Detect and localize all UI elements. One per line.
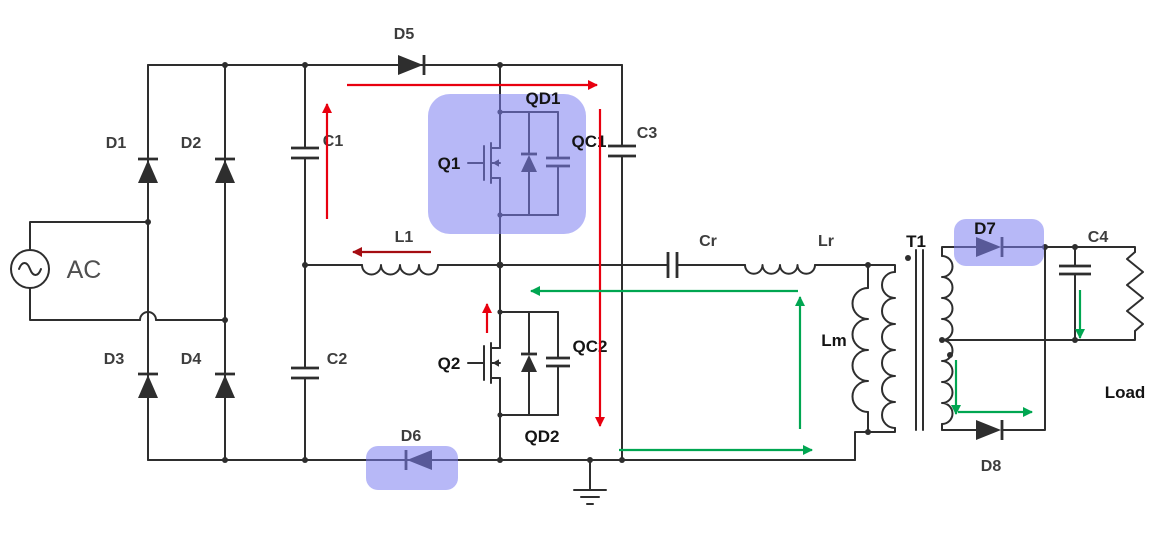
qd2-label: QD2	[525, 427, 560, 446]
d2-label: D2	[181, 135, 202, 152]
load-resistor-symbol	[1126, 251, 1144, 332]
capacitor-c1-symbol	[291, 146, 319, 160]
inductor-l1-symbol	[361, 264, 439, 276]
capacitor-cr-symbol	[666, 252, 679, 278]
t1-label: T1	[906, 232, 926, 251]
cr-label: Cr	[699, 233, 717, 250]
diode-d8-symbol	[976, 420, 1004, 440]
qd1-label: QD1	[526, 89, 561, 108]
lm-label: Lm	[821, 331, 847, 350]
d6-highlight	[366, 446, 458, 490]
capacitor-c3-symbol	[608, 144, 636, 158]
q2-label: Q2	[438, 354, 461, 373]
secondary-polarity-dot	[947, 352, 953, 358]
ground-icon	[573, 459, 607, 505]
mosfet-q2-symbol	[467, 342, 501, 384]
diode-d5-symbol	[398, 55, 426, 75]
diode-d4-symbol	[215, 372, 235, 398]
wires	[29, 64, 1136, 505]
d7-label: D7	[974, 219, 996, 238]
ac-source-symbol	[10, 249, 50, 289]
d6-label: D6	[401, 428, 422, 445]
d5-label: D5	[394, 26, 415, 43]
capacitor-c4-symbol	[1059, 264, 1091, 276]
qc1-label: QC1	[572, 132, 607, 151]
c4-label: C4	[1088, 229, 1109, 246]
secondary-current-arrows	[530, 286, 1085, 455]
d4-label: D4	[181, 351, 202, 368]
d3-label: D3	[104, 351, 125, 368]
primary-current-arrows	[322, 80, 605, 427]
c1-label: C1	[323, 133, 344, 150]
body-diode-qd2-symbol	[521, 352, 537, 372]
q1-cell-highlight	[428, 94, 586, 234]
inductor-lr-symbol	[744, 264, 816, 275]
d7-highlight	[954, 219, 1044, 266]
diode-d2-symbol	[215, 157, 235, 183]
capacitor-c2-symbol	[291, 366, 319, 380]
d1-label: D1	[106, 135, 127, 152]
c2-label: C2	[327, 351, 348, 368]
lr-label: Lr	[818, 233, 834, 250]
c3-label: C3	[637, 125, 658, 142]
qc2-label: QC2	[573, 337, 608, 356]
capacitor-qc2-symbol	[546, 356, 570, 368]
sine-icon	[18, 262, 42, 276]
q1-label: Q1	[438, 154, 461, 173]
primary-polarity-dot	[905, 255, 911, 261]
transformer-primary-winding	[881, 271, 896, 429]
l1-label: L1	[395, 229, 414, 246]
ac-label: AC	[67, 256, 102, 284]
inductor-lm-symbol	[851, 287, 869, 413]
diode-d3-symbol	[138, 372, 158, 398]
diode-d1-symbol	[138, 157, 158, 183]
load-label: Load	[1105, 383, 1146, 402]
junction-dots	[145, 62, 1078, 463]
d8-label: D8	[981, 458, 1002, 475]
